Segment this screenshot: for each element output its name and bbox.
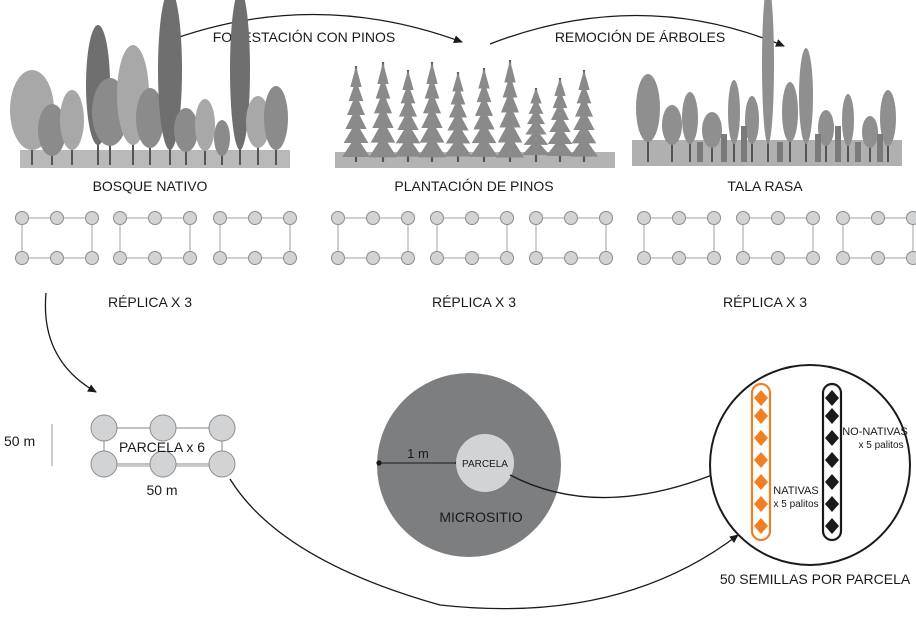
replicate-plot bbox=[736, 211, 820, 265]
replicate-plot bbox=[430, 211, 514, 265]
seed-diamond bbox=[825, 518, 839, 534]
seed-diamond bbox=[825, 496, 839, 512]
microsite-center-label: PARCELA bbox=[462, 459, 508, 470]
plot-label: PARCELA x 6 bbox=[119, 439, 205, 455]
seed-circle bbox=[709, 364, 911, 566]
replicate-label-pine-plantation: RÉPLICA X 3 bbox=[432, 294, 516, 310]
replicate-plot bbox=[637, 211, 721, 265]
replicate-label-clear-cut: RÉPLICA X 3 bbox=[723, 294, 807, 310]
non-native-count: x 5 palitos bbox=[858, 440, 903, 451]
tree-removal-arrow bbox=[489, 14, 785, 47]
replicate-plot bbox=[836, 211, 916, 265]
seed-diamond bbox=[825, 408, 839, 424]
seed-diamond bbox=[825, 474, 839, 490]
replicate-plot bbox=[15, 211, 99, 265]
microsite-label: MICROSITIO bbox=[439, 509, 522, 525]
plot-detail: 50 m 50 m PARCELA x 6 bbox=[4, 414, 236, 498]
seed-diamond bbox=[754, 390, 768, 406]
plot-detail-arrow bbox=[44, 292, 97, 393]
replicate-plot-rows bbox=[15, 211, 916, 265]
plot-height-label: 50 m bbox=[4, 433, 35, 449]
replicate-plot bbox=[113, 211, 197, 265]
replicate-plot bbox=[331, 211, 415, 265]
seed-diamond bbox=[754, 452, 768, 468]
tree-removal-label: REMOCIÓN DE ÁRBOLES bbox=[555, 29, 725, 45]
plot-node bbox=[208, 450, 236, 478]
native-count: x 5 palitos bbox=[773, 499, 818, 510]
replicate-plot bbox=[529, 211, 613, 265]
native-forest-illustration bbox=[10, 0, 290, 168]
plot-to-seeds-arrow bbox=[229, 478, 739, 610]
stage-label-pine-plantation: PLANTACIÓN DE PINOS bbox=[394, 178, 553, 194]
plot-width-label: 50 m bbox=[146, 482, 177, 498]
afforestation-arrow bbox=[159, 13, 463, 45]
seed-diamond bbox=[825, 452, 839, 468]
seed-diamond bbox=[754, 408, 768, 424]
replicate-label-native-forest: RÉPLICA X 3 bbox=[108, 294, 192, 310]
plot-node bbox=[149, 414, 177, 442]
seed-diamond bbox=[825, 390, 839, 406]
native-label: NATIVAS bbox=[773, 485, 818, 497]
microsite-center-plot bbox=[456, 434, 514, 492]
plot-node bbox=[149, 450, 177, 478]
pine-plantation-illustration bbox=[335, 60, 615, 168]
microsite: 1 m PARCELA MICROSITIO bbox=[376, 373, 561, 557]
seed-sticks-detail: NATIVAS x 5 palitos NO-NATIVAS x 5 palit… bbox=[709, 364, 911, 587]
clear-cut-illustration bbox=[632, 0, 902, 166]
plot-node bbox=[90, 414, 118, 442]
stage-label-native-forest: BOSQUE NATIVO bbox=[93, 178, 208, 194]
seed-diamond bbox=[754, 496, 768, 512]
microsite-to-seeds-arrow bbox=[509, 470, 723, 499]
stage-label-clear-cut: TALA RASA bbox=[727, 178, 803, 194]
plot-node bbox=[90, 450, 118, 478]
seed-diamond bbox=[754, 430, 768, 446]
seed-diamond bbox=[825, 430, 839, 446]
replicate-plot bbox=[213, 211, 297, 265]
non-native-label: NO-NATIVAS bbox=[842, 426, 908, 438]
seeds-caption: 50 SEMILLAS POR PARCELA bbox=[720, 571, 911, 587]
seed-diamond bbox=[754, 518, 768, 534]
afforestation-label: FORESTACIÓN CON PINOS bbox=[213, 29, 396, 45]
plot-node bbox=[208, 414, 236, 442]
microsite-radius-label: 1 m bbox=[407, 446, 429, 461]
seed-diamond bbox=[754, 474, 768, 490]
